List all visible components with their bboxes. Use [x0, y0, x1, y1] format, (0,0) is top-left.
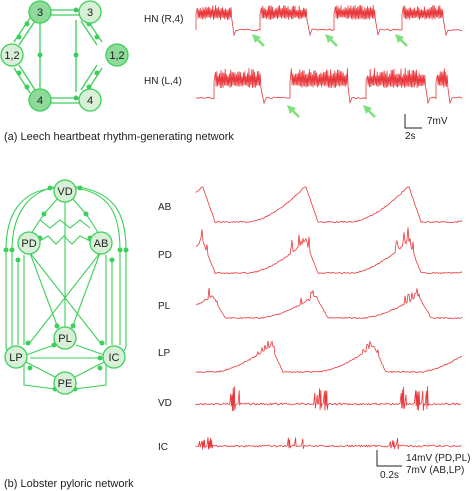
leech-node-bottom-left: 4: [28, 88, 52, 112]
trace-label-pd: PD: [158, 250, 172, 261]
pyloric-node-label: LP: [9, 352, 22, 364]
arrow-icon: [325, 34, 338, 47]
trace-label-lp: LP: [158, 348, 171, 359]
pyloric-node-pd: PD: [17, 231, 41, 255]
pyloric-node-label: PD: [21, 238, 36, 250]
scale-voltage-b-2: 7mV (AB,LP): [406, 465, 464, 476]
pyloric-node-ab: AB: [89, 231, 113, 255]
trace-lp: [195, 340, 463, 374]
scale-bar-b: 0.2s 14mV (PD,PL) 7mV (AB,LP): [376, 450, 470, 481]
pyloric-node-pl: PL: [53, 326, 77, 350]
pyloric-node-ic: IC: [102, 345, 126, 369]
scale-voltage-a: 7mV: [427, 116, 448, 127]
leech-node-label: 4: [37, 95, 43, 107]
trace-pl: [195, 287, 463, 320]
leech-node-mid-right: 1,2: [105, 43, 129, 67]
leech-node-top-right: 3: [78, 0, 102, 24]
arrow-icon: [363, 105, 376, 118]
trace-label-hn-l4: HN (L,4): [144, 76, 182, 87]
trace-hn-l4: [195, 67, 463, 105]
pyloric-node-lp: LP: [4, 345, 28, 369]
scale-time-b: 0.2s: [380, 470, 399, 481]
arrow-icon: [252, 34, 265, 47]
pyloric-node-label: IC: [109, 352, 120, 364]
leech-node-mid-left: 1,2: [0, 43, 24, 67]
scale-time-a: 2s: [405, 131, 416, 142]
leech-node-top-left: 3: [28, 0, 52, 24]
leech-node-label: 3: [37, 7, 43, 19]
trace-ab: [195, 186, 463, 224]
pyloric-node-label: PE: [58, 378, 73, 390]
leech-node-label: 3: [87, 7, 93, 19]
caption-b: (b) Lobster pyloric network: [4, 478, 134, 490]
pyloric-node-pe: PE: [53, 371, 77, 395]
trace-label-pl: PL: [158, 301, 171, 312]
arrow-icon: [287, 105, 300, 118]
trace-label-ic: IC: [158, 442, 168, 453]
trace-label-ab: AB: [158, 202, 172, 213]
leech-node-bottom-right: 4: [78, 88, 102, 112]
leech-node-label: 4: [87, 95, 93, 107]
pyloric-node-label: PL: [58, 333, 71, 345]
trace-label-vd: VD: [158, 398, 172, 409]
trace-vd: [195, 386, 462, 412]
burst-arrows: [252, 34, 408, 118]
caption-a: (a) Leech heartbeat rhythm-generating ne…: [4, 131, 234, 143]
pyloric-node-vd: VD: [53, 179, 77, 203]
leech-node-label: 1,2: [4, 50, 19, 62]
trace-label-hn-r4: HN (R,4): [144, 14, 183, 25]
pyloric-node-label: VD: [57, 186, 72, 198]
leech-node-label: 1,2: [109, 50, 124, 62]
leech-network-diagram: [13, 7, 103, 106]
arrow-icon: [395, 34, 408, 47]
scale-bar-a: 2s 7mV: [404, 114, 448, 142]
trace-ic: [195, 437, 462, 450]
scale-voltage-b-1: 14mV (PD,PL): [406, 453, 470, 464]
trace-hn-r4: [195, 5, 463, 37]
pyloric-node-label: AB: [94, 238, 109, 250]
trace-pd: [195, 227, 463, 275]
